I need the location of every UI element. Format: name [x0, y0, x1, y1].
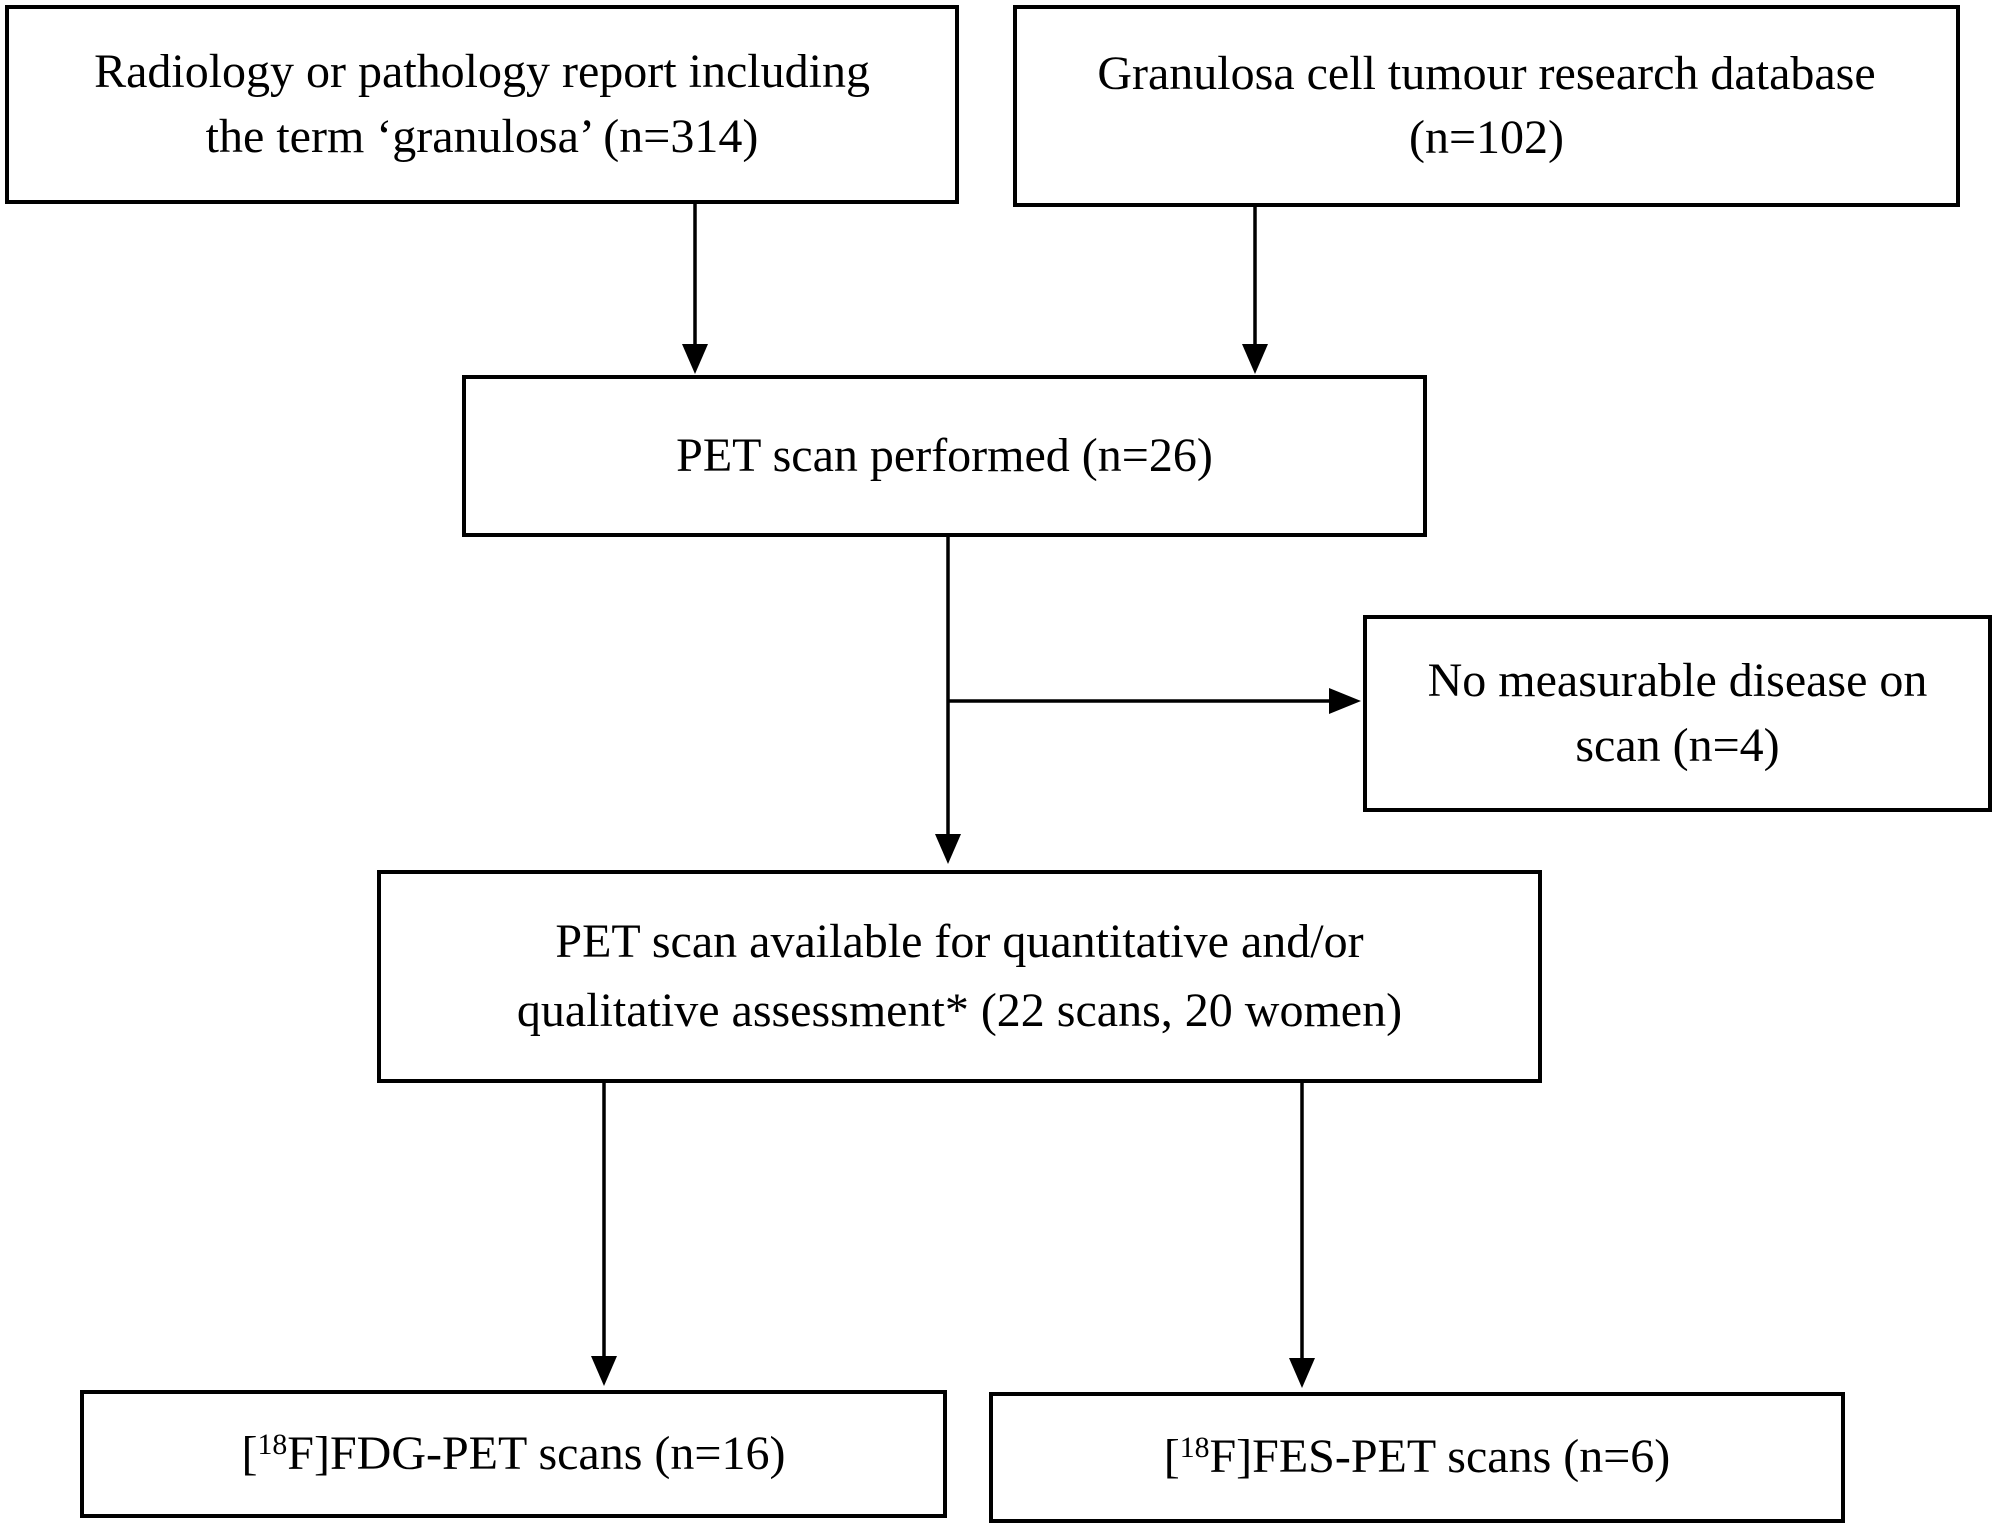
tracer-label: F]FDG-PET scans (n=16): [287, 1426, 786, 1480]
arrowhead-database-to-performed: [1242, 344, 1268, 374]
box-pet-scan-performed: PET scan performed (n=26): [462, 375, 1427, 537]
tracer-label: F]FES-PET scans (n=6): [1209, 1430, 1671, 1484]
box-radiology-report: Radiology or pathology report including …: [5, 5, 959, 204]
box-text-line: [18F]FDG-PET scans (n=16): [242, 1422, 786, 1486]
box-research-database: Granulosa cell tumour research database …: [1013, 5, 1960, 207]
box-text-line: scan (n=4): [1575, 718, 1780, 772]
box-text-line: No measurable disease on: [1427, 654, 1928, 708]
box-text-line: (n=102): [1408, 111, 1565, 164]
box-text-line: the term ‘granulosa’ (n=314): [205, 109, 759, 163]
box-pet-scan-available: PET scan available for quantitative and/…: [377, 870, 1542, 1083]
box-fes-pet-scans: [18F]FES-PET scans (n=6): [989, 1392, 1845, 1523]
bracket-text: [: [1163, 1430, 1180, 1484]
box-fdg-pet-scans: [18F]FDG-PET scans (n=16): [80, 1390, 947, 1518]
box-text-line: PET scan performed (n=26): [676, 428, 1213, 482]
isotope-superscript: 18: [1179, 1431, 1210, 1465]
arrowhead-radiology-to-performed: [682, 344, 708, 374]
box-text-line: Granulosa cell tumour research database: [1097, 46, 1876, 100]
box-text-line: qualitative assessment* (22 scans, 20 wo…: [516, 983, 1403, 1037]
isotope-superscript: 18: [257, 1427, 288, 1461]
box-text-line: [18F]FES-PET scans (n=6): [1164, 1425, 1671, 1489]
arrowhead-available-to-fdg: [591, 1356, 617, 1386]
arrowhead-available-to-fes: [1289, 1358, 1315, 1388]
arrowhead-branch-to-nodisease: [1329, 688, 1361, 714]
box-text-line: Radiology or pathology report including: [94, 45, 870, 99]
box-no-measurable-disease: No measurable disease on scan (n=4): [1363, 615, 1992, 812]
box-text-line: PET scan available for quantitative and/…: [555, 915, 1364, 969]
arrowhead-performed-to-available: [935, 834, 961, 864]
bracket-text: [: [241, 1426, 258, 1480]
